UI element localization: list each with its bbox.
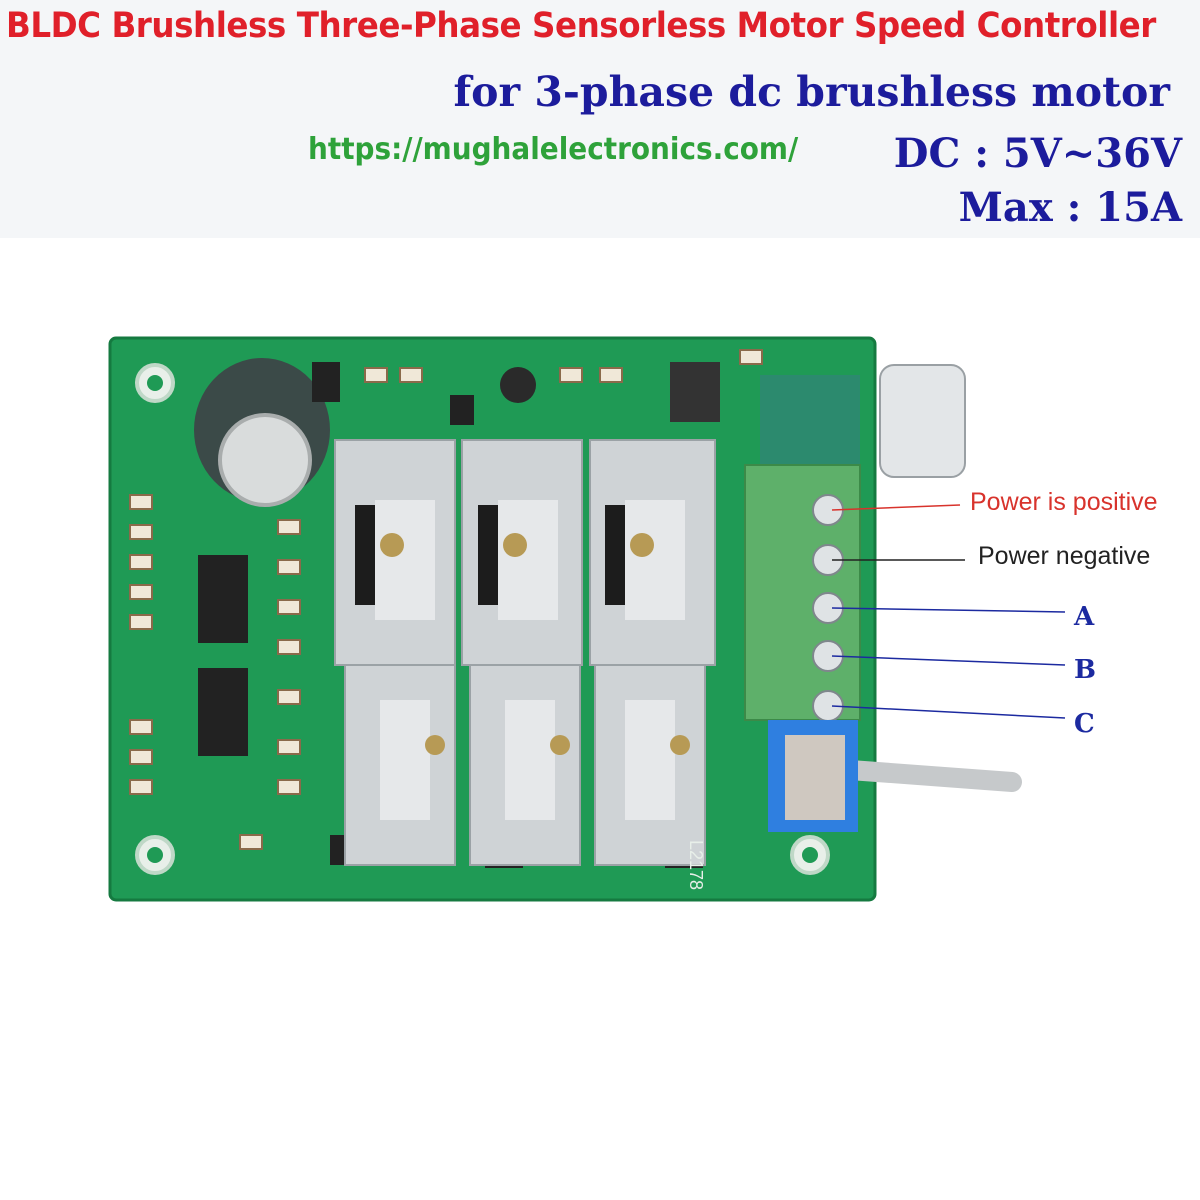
phase-a-label: A	[1074, 602, 1095, 632]
voltage-spec: DC : 5V~36V	[893, 130, 1182, 177]
heatsinks	[334, 439, 716, 866]
power-negative-label: Power negative	[978, 542, 1151, 570]
inductor	[500, 367, 536, 403]
website-url: https://mughalelectronics.com/	[308, 132, 799, 167]
terminal-block	[744, 464, 861, 722]
silkscreen-label: L2178	[686, 840, 706, 890]
current-spec: Max : 15A	[958, 184, 1182, 231]
phase-b-label: B	[1074, 655, 1096, 685]
toggle-switch[interactable]	[768, 720, 1022, 832]
capacitor	[194, 358, 330, 507]
product-subtitle: for 3-phase dc brushless motor	[453, 68, 1170, 116]
banner	[0, 0, 1200, 238]
product-title: BLDC Brushless Three-Phase Sensorless Mo…	[6, 6, 1156, 46]
phase-c-label: C	[1074, 709, 1095, 739]
power-positive-label: Power is positive	[970, 488, 1158, 516]
speed-knob[interactable]	[760, 364, 966, 478]
smd-components	[129, 349, 763, 850]
